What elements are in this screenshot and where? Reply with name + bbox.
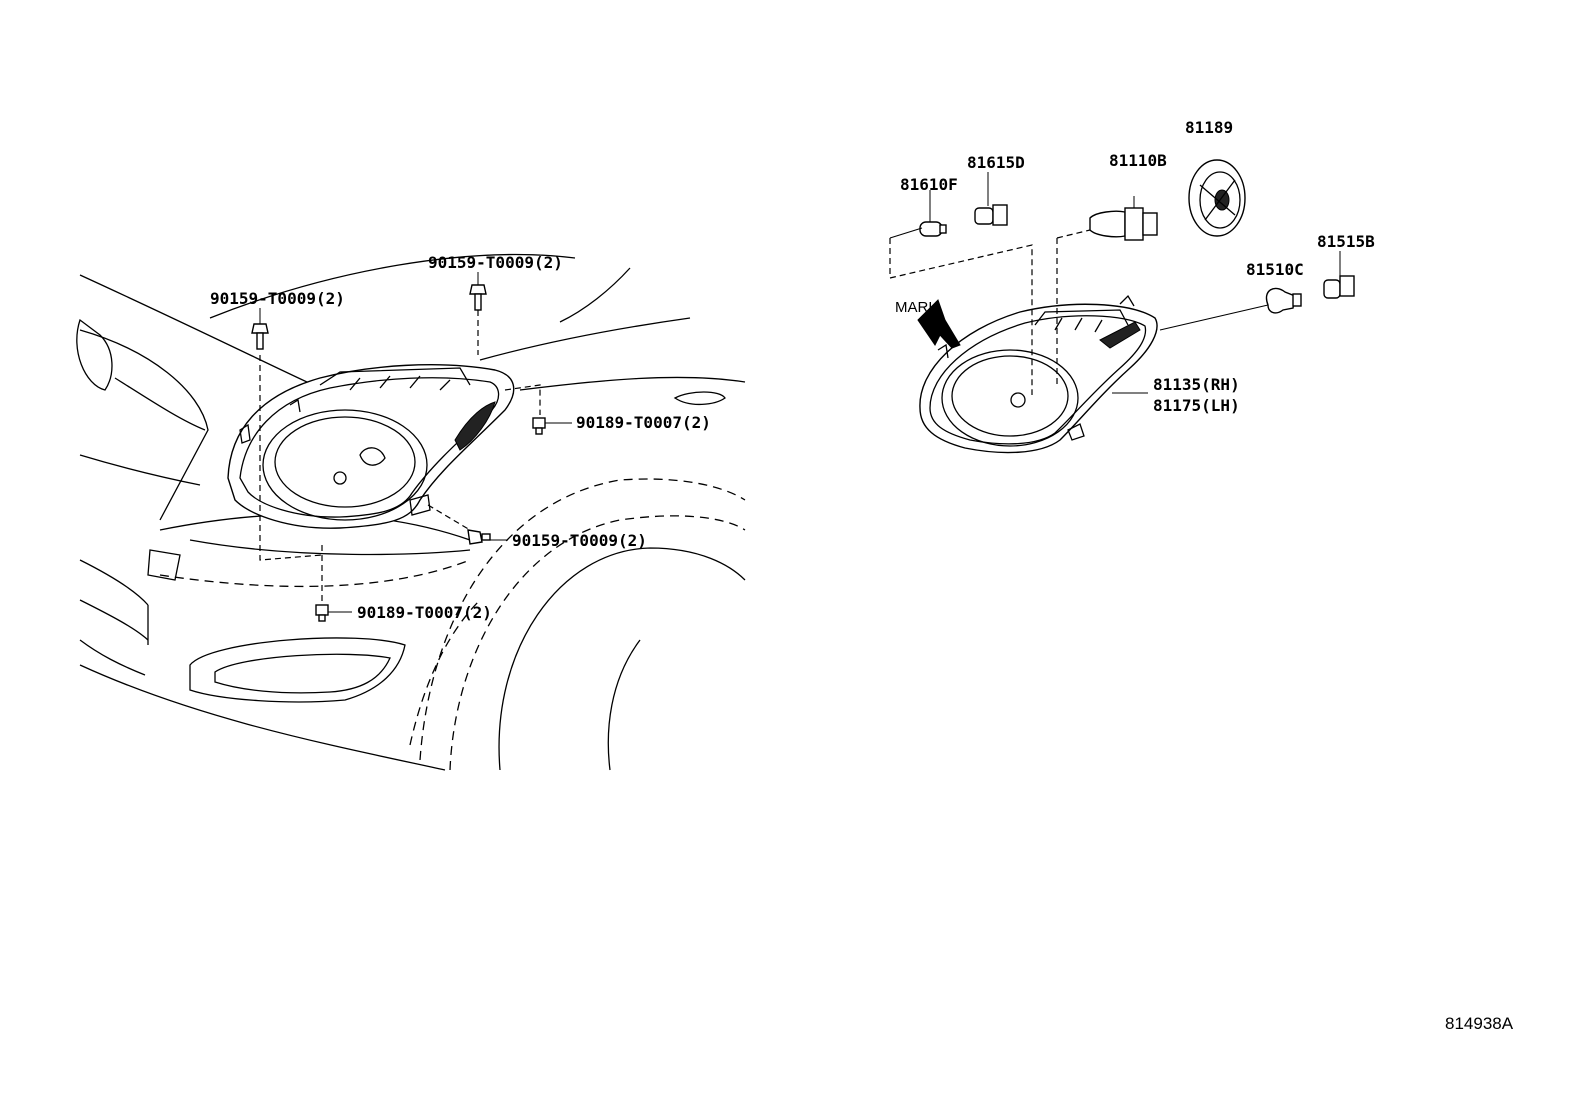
callout-90159-t0009-upper-right: 90159-T0009(2) [428,253,563,272]
mark-label: MARK [895,299,938,316]
callout-81110b: 81110B [1109,151,1167,170]
callout-81610f: 81610F [900,175,958,194]
callout-81510c: 81510C [1246,260,1304,279]
callout-81135-rh: 81135(RH) [1153,375,1240,394]
socket-81515b-icon [1323,275,1355,299]
socket-81610f-icon [919,221,947,237]
bolt-icon [251,323,269,350]
callout-90159-t0009-lower-right: 90159-T0009(2) [512,531,647,550]
headlamp-assembly-exploded [919,294,1158,454]
cover-81189-icon [1188,159,1246,237]
callout-leaders-left [259,272,572,613]
mark-arrow-icon [917,299,961,349]
callout-81175-lh: 81175(LH) [1153,396,1240,415]
bulb-81510c-icon [1265,287,1302,314]
screw-icon [315,604,329,622]
car-body-outline [76,253,746,771]
fastener-leader-lines [259,310,541,605]
callout-90189-t0007-lower: 90189-T0007(2) [357,603,492,622]
bulb-81110b-icon [1089,196,1158,241]
callout-81515b: 81515B [1317,232,1375,251]
socket-81615d-icon [974,204,1008,226]
callout-81615d: 81615D [967,153,1025,172]
figure-id: 814938A [1445,1014,1514,1033]
callout-81189: 81189 [1185,118,1233,137]
callout-90159-t0009-upper-left: 90159-T0009(2) [210,289,345,308]
screw-icon [532,417,546,435]
headlamp-installed [227,364,515,529]
bolt-icon [467,529,491,545]
callout-leaders-right [889,172,1341,395]
callout-90189-t0007-right: 90189-T0007(2) [576,413,711,432]
bolt-icon [469,284,487,311]
